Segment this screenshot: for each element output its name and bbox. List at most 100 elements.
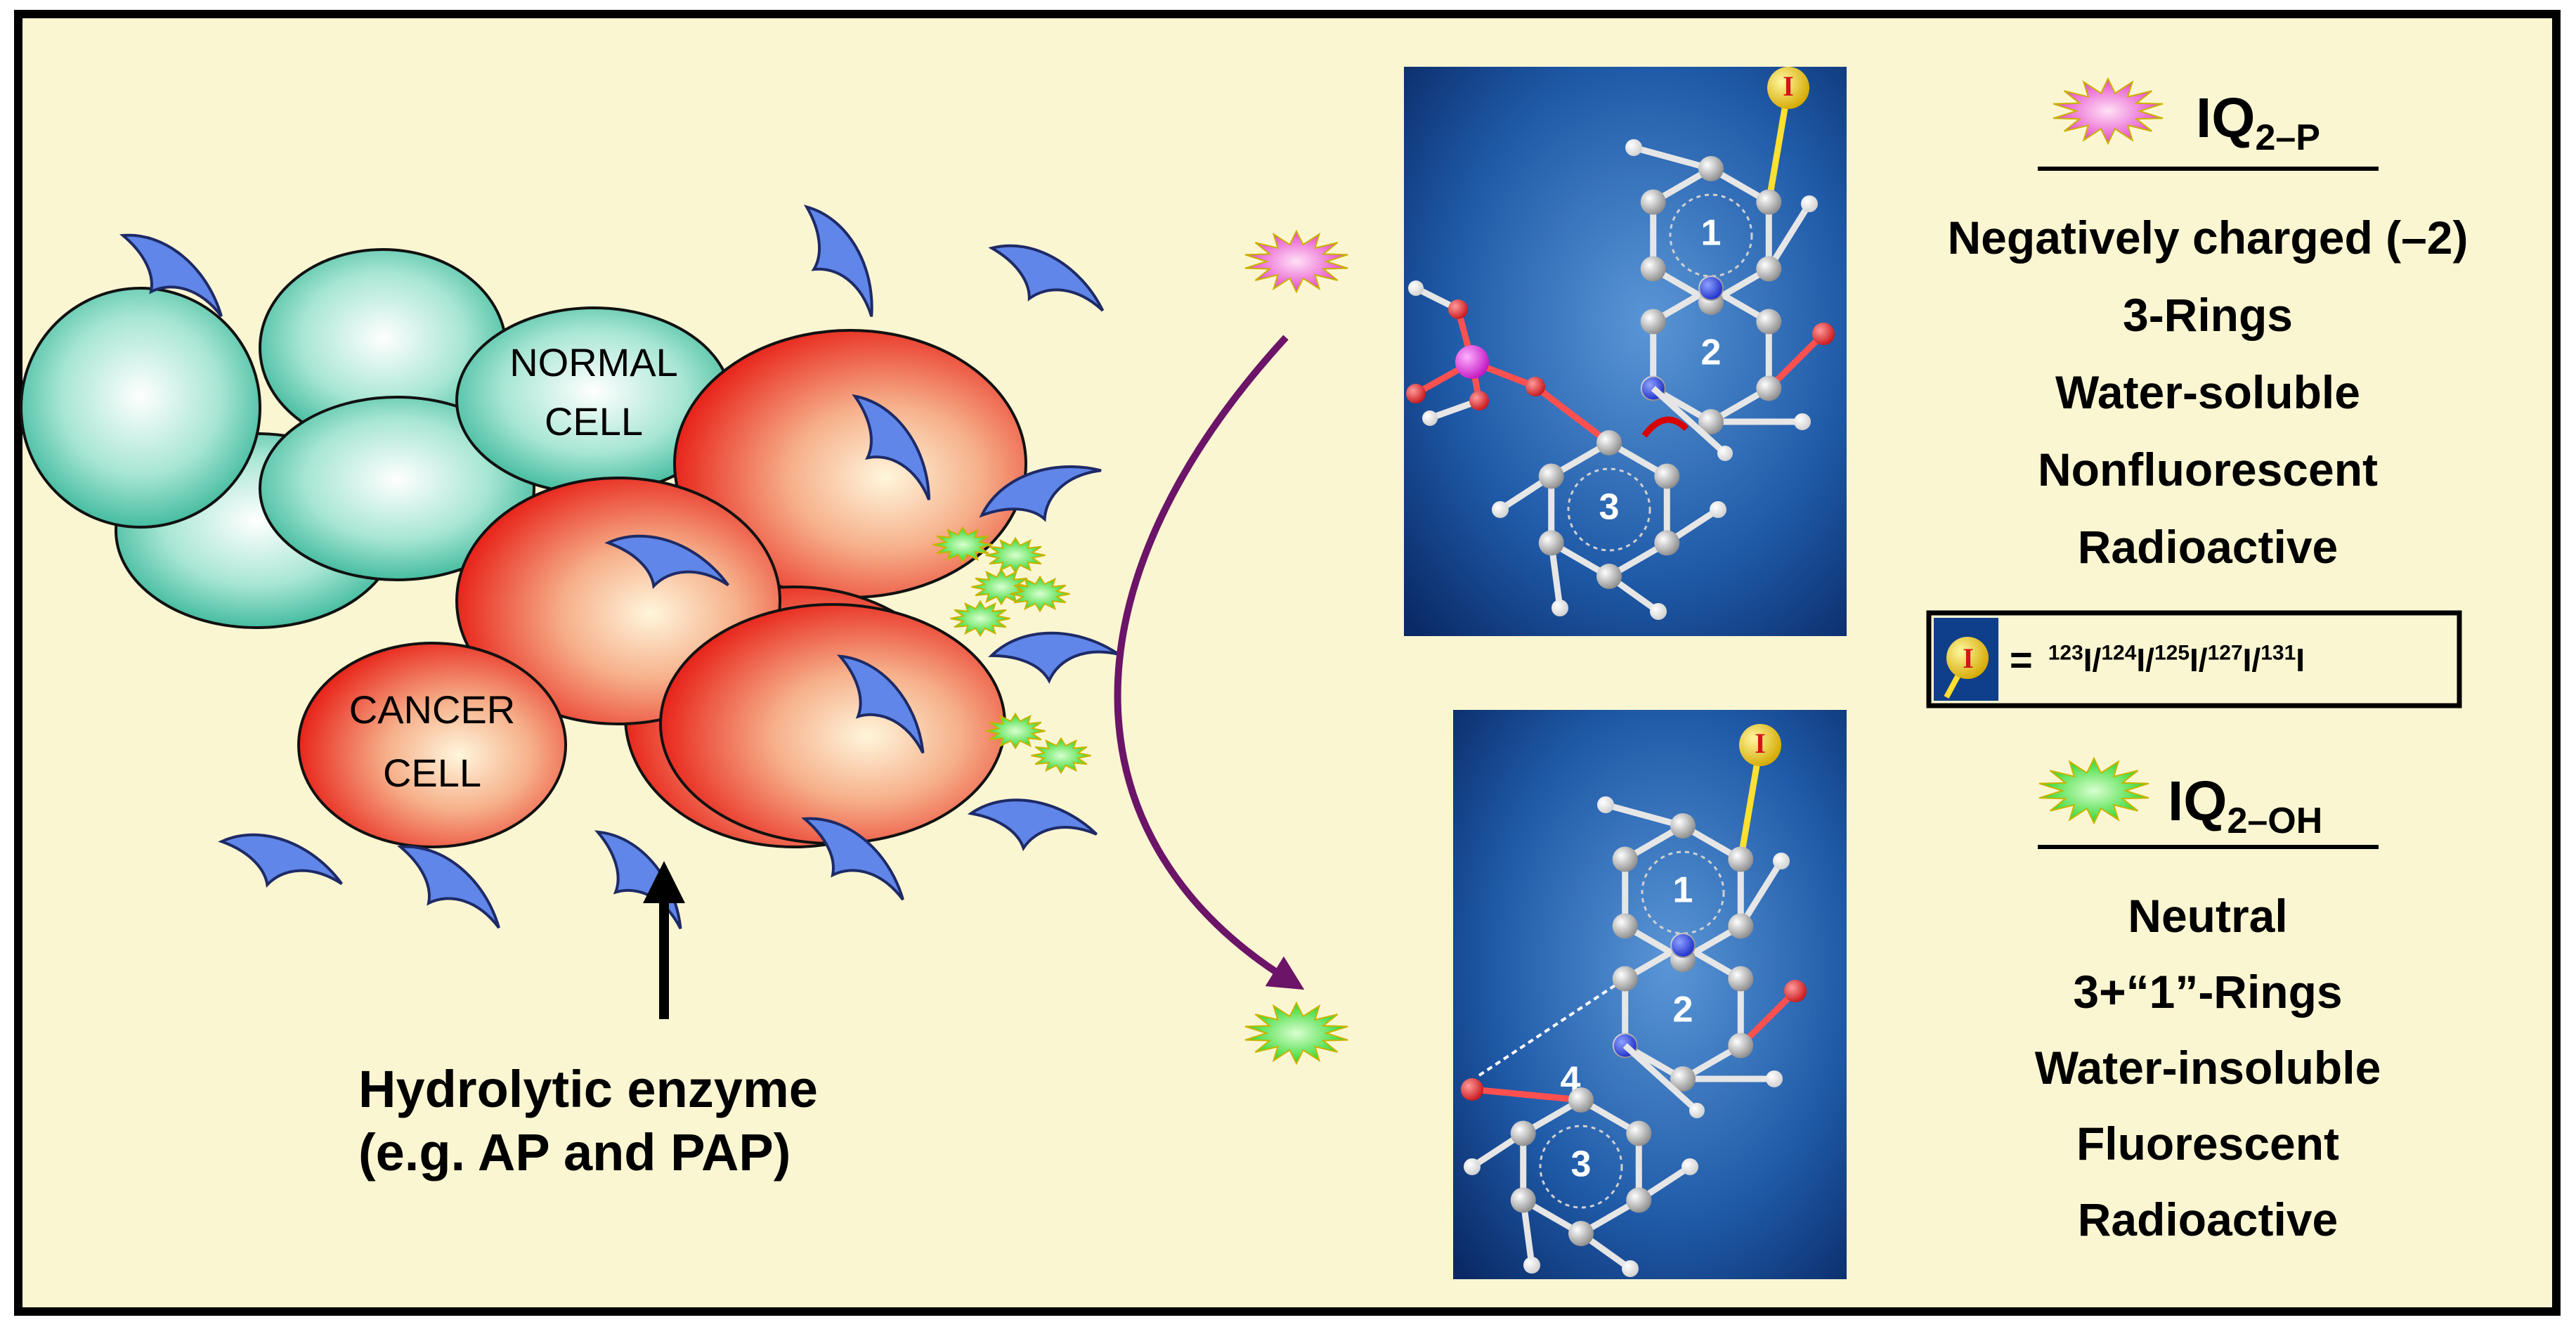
enzyme-shape bbox=[979, 465, 1102, 522]
bond bbox=[1738, 988, 1798, 1048]
h-atom bbox=[1681, 1158, 1698, 1175]
enzyme bbox=[988, 631, 1120, 684]
isotope-mass: 124 bbox=[2101, 641, 2137, 665]
c-atom bbox=[1756, 375, 1782, 401]
isotope-mass: 123 bbox=[2048, 641, 2083, 665]
c-atom bbox=[1728, 846, 1754, 872]
c-atom bbox=[1640, 256, 1666, 282]
ring-label: 1 bbox=[1673, 870, 1693, 911]
aromatic-ring bbox=[1567, 467, 1651, 552]
c-atom bbox=[1654, 530, 1680, 556]
c-atom bbox=[1728, 1033, 1754, 1059]
c-atom bbox=[1612, 966, 1638, 992]
normal-cell-label-line1: NORMAL bbox=[509, 340, 678, 384]
c-atom bbox=[1538, 463, 1564, 489]
ring-label: 2 bbox=[1673, 990, 1693, 1030]
isotope-symbol: I bbox=[2242, 641, 2252, 678]
enzymes bbox=[119, 205, 1120, 930]
enzyme bbox=[604, 534, 729, 590]
cancer-cells bbox=[297, 329, 1027, 848]
iq2oh-name: IQ bbox=[2168, 770, 2227, 832]
isotope-mass: 127 bbox=[2207, 641, 2243, 665]
enzyme bbox=[218, 833, 343, 888]
c-atom bbox=[1640, 309, 1666, 335]
enzyme bbox=[967, 798, 1098, 852]
c-atom bbox=[1670, 1066, 1696, 1092]
h-atom bbox=[1773, 853, 1790, 869]
n-atom bbox=[1672, 934, 1694, 957]
o-atom bbox=[1812, 323, 1835, 345]
ring-label: 3 bbox=[1571, 1144, 1592, 1185]
c-atom bbox=[1756, 256, 1782, 282]
legend-iq2p-star bbox=[2053, 77, 2164, 145]
h-atom bbox=[1625, 139, 1642, 156]
p-atom bbox=[1455, 345, 1489, 379]
c-atom bbox=[1698, 409, 1724, 434]
bond bbox=[1471, 1086, 1582, 1103]
enzyme-shape bbox=[836, 654, 925, 754]
enzyme-shape bbox=[967, 798, 1098, 852]
cancer-cell-labeled bbox=[297, 642, 567, 848]
isotope-symbol: I bbox=[2083, 641, 2093, 678]
iq2p-star bbox=[1244, 229, 1348, 294]
enzyme bbox=[979, 465, 1102, 522]
c-atom bbox=[1510, 1187, 1536, 1213]
isotope-symbol: I bbox=[2190, 641, 2199, 678]
iq2oh-star bbox=[1244, 1001, 1348, 1066]
iodine-label: I bbox=[1755, 727, 1766, 759]
isotope-symbol: I bbox=[2296, 641, 2305, 678]
c-atom bbox=[1698, 156, 1724, 181]
released-iq2oh-star bbox=[1031, 737, 1091, 775]
iq2oh-property: 3+“1”-Rings bbox=[2073, 966, 2343, 1018]
iq2oh-property: Neutral bbox=[2128, 890, 2288, 942]
h-atom bbox=[1794, 413, 1811, 430]
released-iq2oh-star bbox=[932, 526, 993, 564]
h-atom bbox=[1422, 410, 1438, 426]
aromatic-ring bbox=[1539, 1125, 1623, 1209]
isotope-separator: / bbox=[2251, 641, 2261, 678]
iq2oh-subscript: 2–OH bbox=[2227, 801, 2323, 841]
molecule-panel-iq2oh bbox=[1453, 710, 1847, 1279]
c-atom bbox=[1728, 913, 1754, 939]
c-atom bbox=[1538, 530, 1564, 556]
released-iq2oh-star bbox=[971, 568, 1032, 606]
c-atom bbox=[1756, 189, 1782, 215]
isotope-mass: 131 bbox=[2260, 641, 2296, 665]
iq2p-property: Nonfluorescent bbox=[2037, 444, 2379, 496]
isotope-item: 131I bbox=[2260, 642, 2305, 678]
enzyme bbox=[836, 654, 925, 754]
enzyme bbox=[800, 817, 904, 901]
ring-label: 2 bbox=[1701, 332, 1722, 373]
released-iq2oh-group bbox=[932, 526, 1091, 775]
o-atom bbox=[1526, 377, 1545, 396]
isotope-item: 125I bbox=[2154, 642, 2199, 678]
enzyme-shape bbox=[988, 244, 1105, 312]
c-atom bbox=[1596, 564, 1622, 589]
enzyme-shape bbox=[604, 534, 729, 590]
bond bbox=[1604, 801, 1684, 829]
enzyme-shape bbox=[803, 205, 873, 317]
enzyme bbox=[988, 244, 1105, 312]
isotope-separator: / bbox=[2198, 641, 2208, 678]
bond-cleavage-marker bbox=[1641, 416, 1689, 438]
released-iq2oh-star bbox=[985, 712, 1046, 750]
normal-cell bbox=[259, 396, 535, 581]
normal-cells bbox=[20, 248, 732, 629]
isotope-list: = 123I/124I/125I/127I/131I bbox=[2010, 637, 2305, 682]
c-atom bbox=[1728, 966, 1754, 992]
h-atom bbox=[1597, 796, 1614, 813]
iq2oh-property: Fluorescent bbox=[2076, 1118, 2340, 1170]
isotope-mass: 125 bbox=[2154, 641, 2190, 665]
enzyme-pointer-arrowhead bbox=[643, 861, 685, 903]
bond bbox=[1767, 331, 1826, 391]
h-atom bbox=[1464, 1158, 1481, 1175]
bond bbox=[1622, 1043, 1700, 1113]
enzyme bbox=[803, 205, 873, 317]
c-atom bbox=[1612, 913, 1638, 939]
h-atom bbox=[1523, 1257, 1540, 1274]
iq2p-subscript: 2–P bbox=[2255, 117, 2320, 158]
cancer-cell-label: CANCER CELL bbox=[327, 689, 538, 794]
bond bbox=[1766, 202, 1812, 271]
